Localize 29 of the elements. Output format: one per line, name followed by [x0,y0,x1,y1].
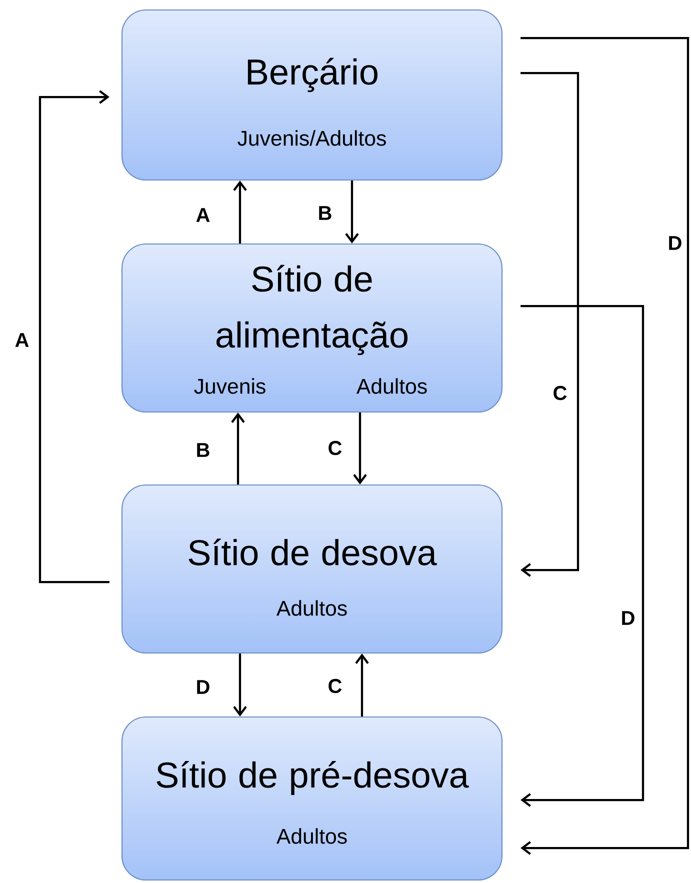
box-title: Sítio de pré-desova [156,761,469,795]
arrow [233,654,247,716]
arrow [38,90,110,584]
edge-label: A [13,332,31,348]
edge-label: B [316,204,334,222]
box-subtitle: Adultos [356,378,427,394]
box-title: Berçário [248,58,378,92]
edge-label: C [326,440,344,456]
arrow [520,36,690,855]
arrow [353,412,367,484]
box-subtitle: Adultos [276,600,347,616]
arrow [520,304,644,807]
box-subtitle: Juvenis/Adultos [238,130,386,146]
edge-label: D [666,234,684,252]
edge-label: D [619,610,637,626]
arrow [231,412,245,484]
box-subtitle: Juvenis [194,378,266,394]
edge-label: C [551,384,569,402]
edge-label: D [194,678,212,696]
arrow [520,72,580,577]
arrow [355,654,369,716]
box-title: Sítio de desova [188,538,437,566]
box-title: Sítio de alimentação [216,264,408,356]
edge-label: B [194,442,212,458]
box-subtitle: Adultos [276,828,347,844]
arrow [233,180,247,244]
arrow [345,180,359,244]
edge-label: A [194,206,212,224]
edge-label: C [326,678,344,694]
